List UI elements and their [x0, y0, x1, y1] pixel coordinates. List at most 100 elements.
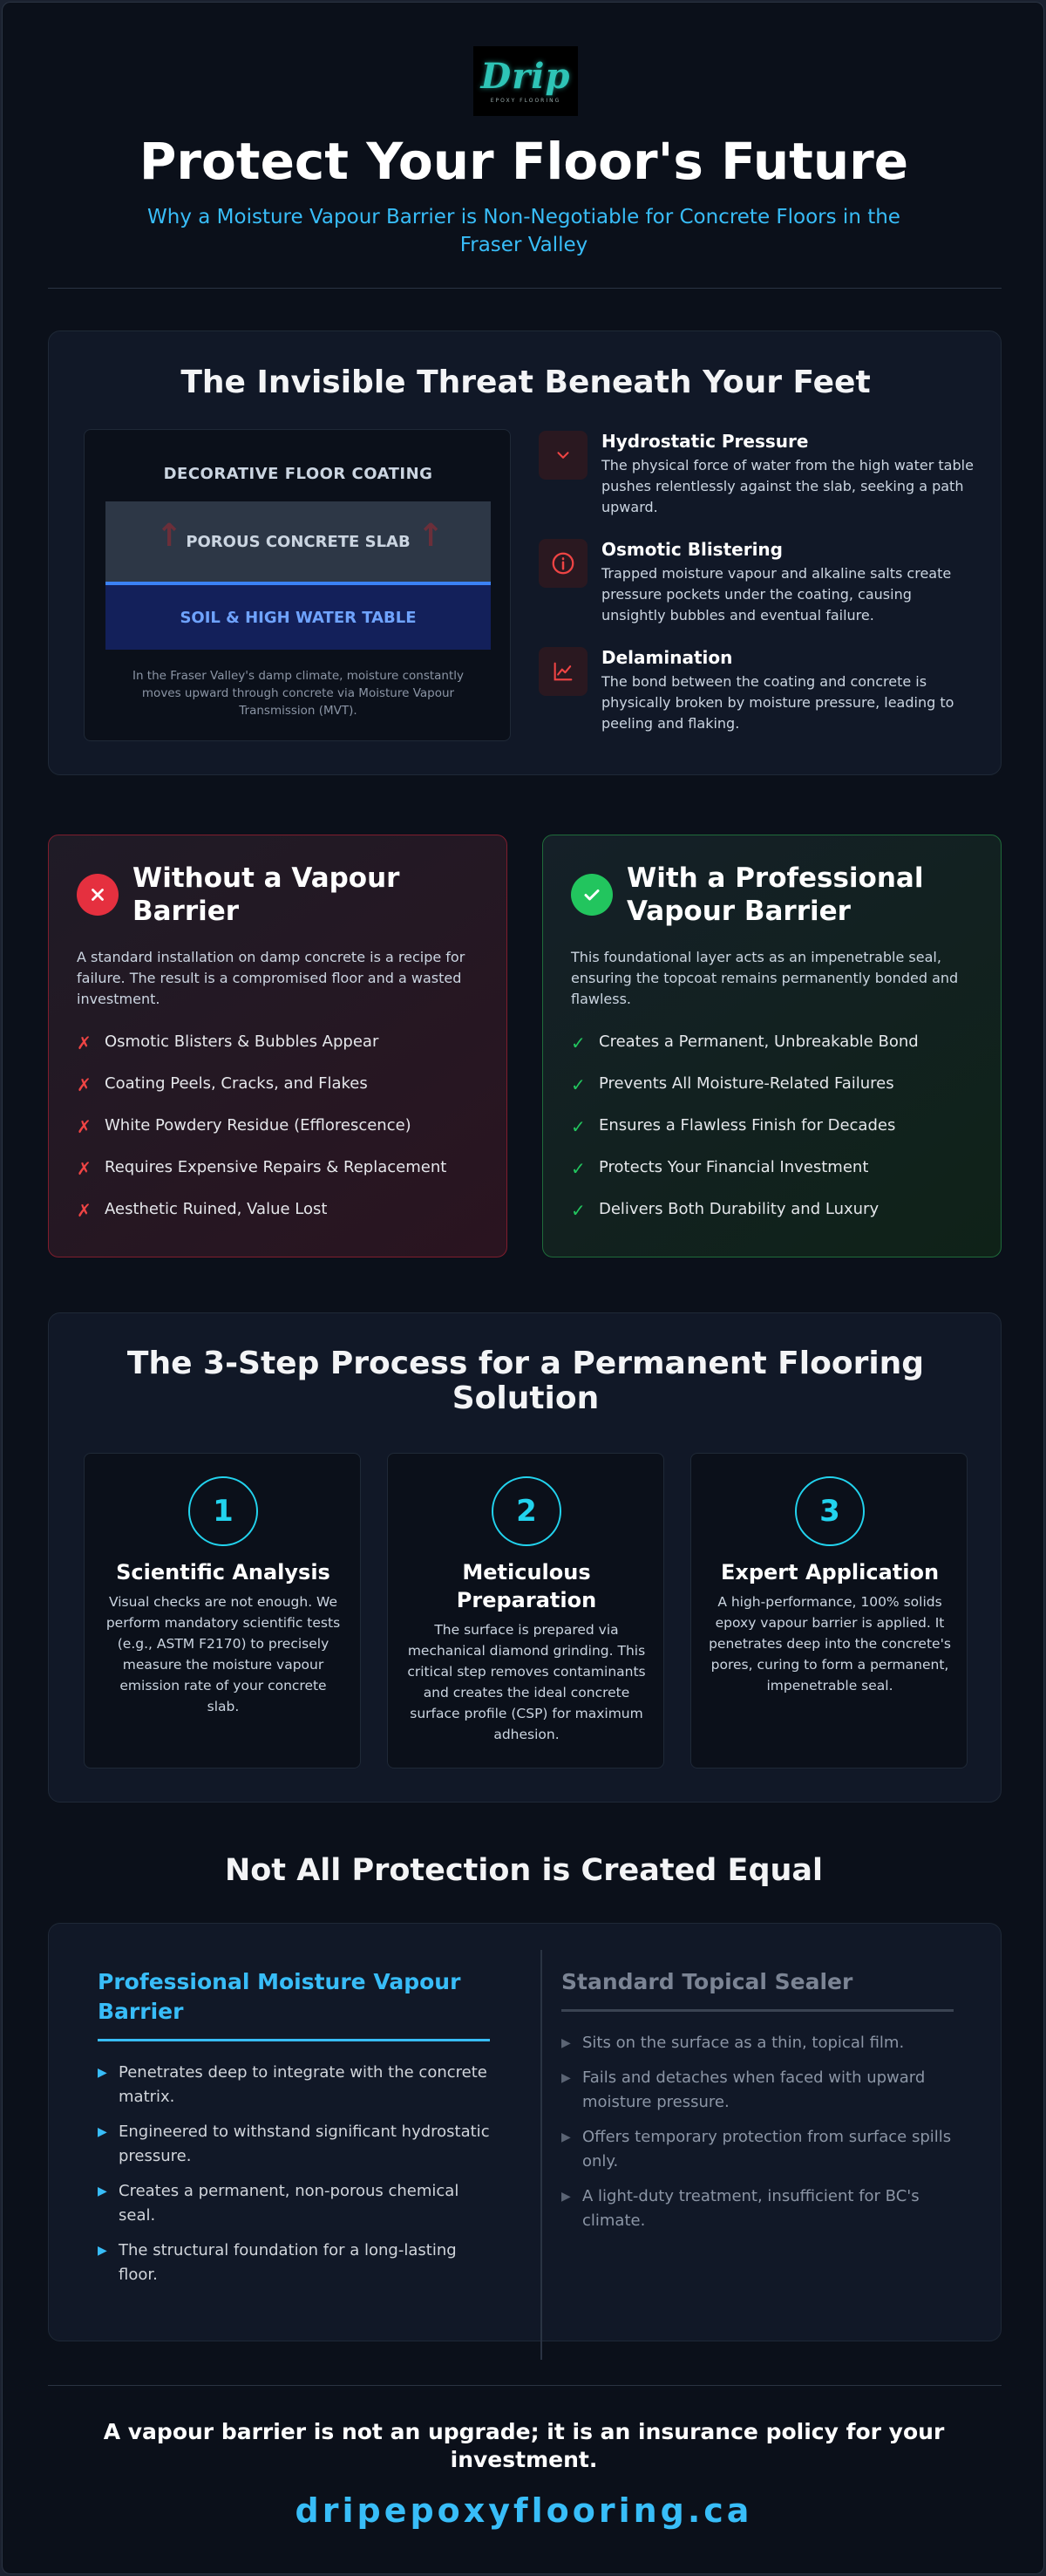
list-item: ✗Coating Peels, Cracks, and Flakes: [77, 1074, 368, 1095]
check-mark-icon: ✓: [571, 1158, 586, 1179]
brand-logo[interactable]: Drip EPOXY FLOORING: [473, 46, 578, 116]
step-title: Meticulous Preparation: [456, 1560, 597, 1612]
list-item: ✓Protects Your Financial Investment: [571, 1158, 869, 1179]
cross-icon: ✗: [77, 1116, 92, 1137]
professional-barrier-column: Professional Moisture Vapour Barrier ▶Pe…: [98, 1967, 490, 2298]
play-bullet-icon: ▶: [561, 2130, 571, 2144]
list-item: ✗White Powdery Residue (Efflorescence): [77, 1116, 411, 1137]
check-mark-icon: ✓: [571, 1200, 586, 1221]
list-item: ▶Sits on the surface as a thin, topical …: [561, 2031, 954, 2055]
standard-sealer-column: Standard Topical Sealer ▶Sits on the sur…: [561, 1967, 954, 2244]
threat-item-osmotic: Osmotic Blistering Trapped moisture vapo…: [539, 539, 975, 626]
list-item: ▶Engineered to withstand significant hyd…: [98, 2120, 490, 2169]
diagram-soil-label: SOIL & HIGH WATER TABLE: [180, 608, 417, 627]
footer-tagline: A vapour barrier is not an upgrade; it i…: [103, 2419, 945, 2472]
play-bullet-icon: ▶: [561, 2071, 571, 2085]
play-bullet-icon: ▶: [561, 2190, 571, 2204]
page-subtitle: Why a Moisture Vapour Barrier is Non-Neg…: [147, 206, 900, 256]
chevron-down-icon: [539, 431, 588, 480]
cross-icon: ✗: [77, 1158, 92, 1179]
list-item: ✓Prevents All Moisture-Related Failures: [571, 1074, 894, 1095]
play-bullet-icon: ▶: [98, 2244, 107, 2258]
check-mark-icon: ✓: [571, 1074, 586, 1095]
without-barrier-card: Without a Vapour Barrier A standard inst…: [48, 835, 507, 1257]
list-item: ✗Osmotic Blisters & Bubbles Appear: [77, 1032, 379, 1053]
moisture-diagram: DECORATIVE FLOOR COATING ↑ POROUS CONCRE…: [84, 429, 511, 741]
process-step-3: 3 Expert Application A high-performance,…: [690, 1453, 968, 1768]
threat-item-desc: The bond between the coating and concret…: [601, 673, 954, 732]
chart-icon: [539, 647, 588, 696]
check-icon: [571, 874, 613, 916]
threat-item-hydrostatic: Hydrostatic Pressure The physical force …: [539, 431, 975, 518]
column-heading: Professional Moisture Vapour Barrier: [98, 1967, 490, 2041]
process-step-2: 2 Meticulous Preparation The surface is …: [387, 1453, 664, 1768]
process-section: The 3-Step Process for a Permanent Floor…: [48, 1312, 1002, 1803]
step-number: 2: [492, 1476, 561, 1546]
without-barrier-list: ✗Osmotic Blisters & Bubbles Appear ✗Coat…: [77, 1032, 446, 1242]
play-bullet-icon: ▶: [98, 2066, 107, 2080]
list-item: ✗Aesthetic Ruined, Value Lost: [77, 1200, 328, 1221]
list-item: ▶Fails and detaches when faced with upwa…: [561, 2066, 954, 2115]
step-title: Scientific Analysis: [116, 1560, 330, 1584]
protection-title: Not All Protection is Created Equal: [224, 1853, 824, 1888]
column-divider: [540, 1950, 542, 2360]
process-step-1: 1 Scientific Analysis Visual checks are …: [84, 1453, 361, 1768]
standard-sealer-list: ▶Sits on the surface as a thin, topical …: [561, 2031, 954, 2233]
diagram-coating-label: DECORATIVE FLOOR COATING: [163, 465, 433, 483]
arrow-up-icon: ↑: [156, 518, 183, 554]
play-bullet-icon: ▶: [98, 2184, 107, 2198]
step-number: 3: [795, 1476, 865, 1546]
threat-item-title: Osmotic Blistering: [601, 539, 783, 560]
info-icon: [539, 539, 588, 588]
footer-divider: [48, 2385, 1002, 2386]
play-bullet-icon: ▶: [561, 2036, 571, 2050]
list-item: ✗Requires Expensive Repairs & Replacemen…: [77, 1158, 447, 1179]
cross-icon: ✗: [77, 1074, 92, 1095]
with-barrier-list: ✓Creates a Permanent, Unbreakable Bond ✓…: [571, 1032, 919, 1242]
step-desc: The surface is prepared via mechanical d…: [407, 1622, 646, 1742]
threat-item-title: Delamination: [601, 647, 733, 668]
with-barrier-desc: This foundational layer acts as an impen…: [571, 949, 959, 1007]
threat-item-desc: Trapped moisture vapour and alkaline sal…: [601, 565, 952, 624]
list-item: ▶A light-duty treatment, insufficient fo…: [561, 2184, 954, 2233]
diagram-caption: In the Fraser Valley's damp climate, moi…: [132, 669, 465, 718]
arrow-up-icon: ↑: [418, 518, 445, 554]
diagram-concrete-slab: ↑ POROUS CONCRETE SLAB ↑: [105, 501, 491, 582]
threat-section: The Invisible Threat Beneath Your Feet D…: [48, 331, 1002, 775]
diagram-vapour-line: [105, 582, 491, 585]
without-barrier-title: Without a Vapour Barrier: [132, 862, 400, 927]
step-desc: Visual checks are not enough. We perform…: [105, 1594, 341, 1714]
logo-wordmark: Drip: [480, 55, 571, 97]
column-heading: Standard Topical Sealer: [561, 1967, 954, 2012]
step-number: 1: [188, 1476, 258, 1546]
website-link[interactable]: dripepoxyflooring.ca: [295, 2491, 753, 2530]
with-barrier-card: With a Professional Vapour Barrier This …: [542, 835, 1002, 1257]
threat-item-title: Hydrostatic Pressure: [601, 431, 809, 452]
protection-compare-card: Professional Moisture Vapour Barrier ▶Pe…: [48, 1923, 1002, 2360]
threat-title: The Invisible Threat Beneath Your Feet: [180, 365, 871, 400]
list-item: ▶Offers temporary protection from surfac…: [561, 2125, 954, 2174]
with-barrier-title: With a Professional Vapour Barrier: [627, 862, 924, 927]
process-title: The 3-Step Process for a Permanent Floor…: [126, 1346, 925, 1416]
page-title: Protect Your Floor's Future: [139, 132, 909, 191]
logo-tagline: EPOXY FLOORING: [490, 97, 561, 104]
step-desc: A high-performance, 100% solids epoxy va…: [709, 1594, 951, 1693]
professional-barrier-list: ▶Penetrates deep to integrate with the c…: [98, 2061, 490, 2287]
list-item: ▶Penetrates deep to integrate with the c…: [98, 2061, 490, 2109]
diagram-slab-label: POROUS CONCRETE SLAB: [186, 532, 411, 551]
threat-item-desc: The physical force of water from the hig…: [601, 457, 974, 515]
list-item: ✓Creates a Permanent, Unbreakable Bond: [571, 1032, 919, 1053]
header-divider: [48, 288, 1002, 289]
check-mark-icon: ✓: [571, 1032, 586, 1053]
close-icon: [77, 874, 119, 916]
list-item: ▶Creates a permanent, non-porous chemica…: [98, 2179, 490, 2228]
diagram-soil-layer: SOIL & HIGH WATER TABLE: [105, 585, 491, 650]
threat-item-delamination: Delamination The bond between the coatin…: [539, 647, 975, 734]
without-barrier-desc: A standard installation on damp concrete…: [77, 949, 465, 1007]
play-bullet-icon: ▶: [98, 2125, 107, 2139]
list-item: ▶The structural foundation for a long-la…: [98, 2239, 490, 2287]
cross-icon: ✗: [77, 1032, 92, 1053]
list-item: ✓Delivers Both Durability and Luxury: [571, 1200, 880, 1221]
step-title: Expert Application: [720, 1560, 940, 1584]
